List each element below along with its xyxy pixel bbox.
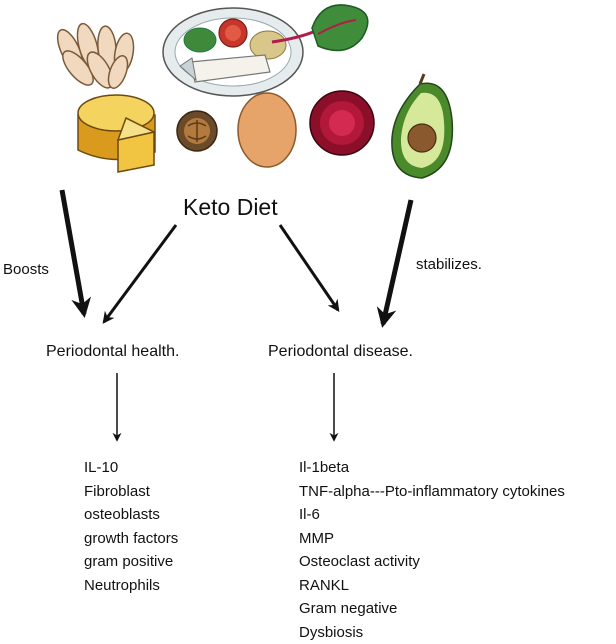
list-item: Gram negative [299, 597, 565, 621]
avocado-icon [392, 74, 453, 178]
list-item: IL-10 [84, 456, 178, 480]
periodontal-disease-node: Periodontal disease. [268, 344, 413, 360]
egg-icon [238, 93, 296, 167]
list-item: Fibroblast [84, 480, 178, 504]
disease-factors-list: Il-1beta TNF-alpha---Pto-inflammatory cy… [299, 456, 565, 644]
list-item: MMP [299, 527, 565, 551]
almonds-icon [53, 21, 137, 91]
diagram-title: Keto Diet [183, 196, 278, 219]
list-item: gram positive [84, 550, 178, 574]
cheese-icon [78, 95, 155, 172]
list-item: TNF-alpha---Pto-inflammatory cytokines [299, 480, 565, 504]
list-item: osteoblasts [84, 503, 178, 527]
fish-plate-icon [163, 8, 303, 96]
beet-icon [310, 91, 374, 155]
boosts-label: Boosts [3, 262, 49, 277]
stabilizes-label: stabilizes. [416, 257, 482, 272]
arrow-keto-to-health [104, 225, 176, 322]
periodontal-health-node: Periodontal health. [46, 344, 179, 360]
list-item: Dysbiosis [299, 621, 565, 644]
arrow-keto-to-disease [280, 225, 338, 310]
walnut-icon [177, 111, 217, 151]
list-item: Neutrophils [84, 574, 178, 598]
arrow-food-to-health [62, 190, 84, 314]
list-item: Il-6 [299, 503, 565, 527]
health-factors-list: IL-10 Fibroblast osteoblasts growth fact… [84, 456, 178, 597]
list-item: Il-1beta [299, 456, 565, 480]
list-item: Osteoclast activity [299, 550, 565, 574]
arrow-food-to-disease [383, 200, 411, 324]
list-item: RANKL [299, 574, 565, 598]
list-item: growth factors [84, 527, 178, 551]
